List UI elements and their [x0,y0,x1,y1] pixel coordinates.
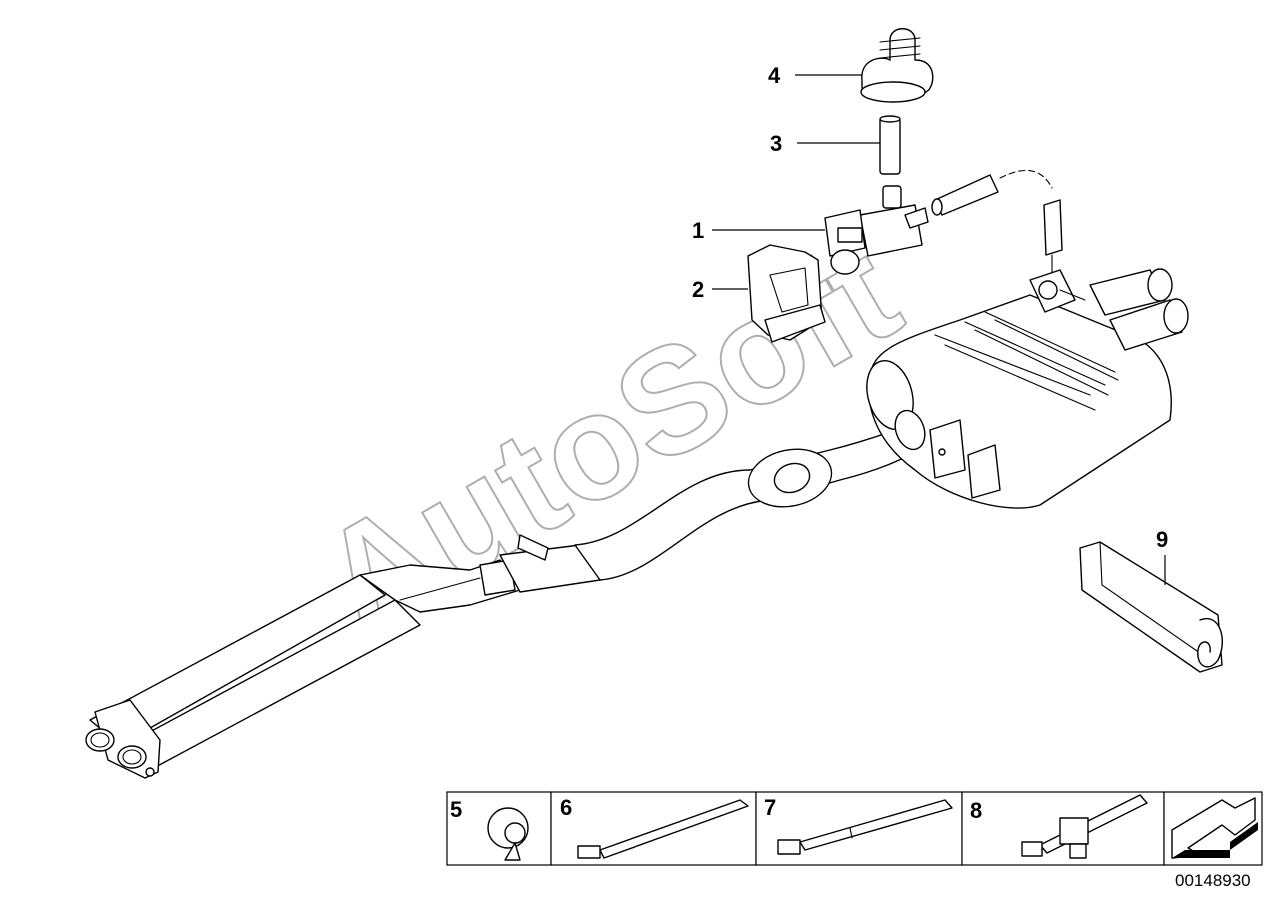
callout-1: 1 [692,218,825,243]
legend-item-5: 5 [450,797,529,861]
svg-text:6: 6 [560,795,572,820]
svg-text:3: 3 [770,131,782,156]
legend-item-6: 6 [560,795,749,859]
part-3-hose [879,115,901,175]
svg-text:2: 2 [692,277,704,302]
svg-text:4: 4 [768,63,781,88]
callout-2: 2 [692,277,748,302]
svg-text:AutoSoft: AutoSoft [292,206,924,668]
legend-item-7: 7 [764,795,953,855]
part-2-holder [747,244,826,343]
svg-text:9: 9 [1156,527,1168,552]
front-arrow-icon [1171,797,1258,859]
svg-text:7: 7 [764,795,776,820]
cable-tie-long-icon [777,799,953,855]
legend-strip: 5 6 7 8 [446,791,1263,866]
legend-item-8: 8 [970,794,1148,859]
part-1-valve [824,185,929,275]
cable-tie-icon [577,799,749,859]
watermark: AutoSoft [291,205,925,669]
part-9-edge-protector [1079,541,1223,673]
part-4-cap [860,28,934,103]
hose-clamp-icon [487,807,529,861]
callout-3: 3 [770,131,880,156]
callout-4: 4 [768,63,862,88]
document-number: 00148930 [1175,871,1251,890]
callout-9: 9 [1156,527,1168,585]
exhaust-system-drawing [85,169,1189,779]
svg-text:8: 8 [970,798,982,823]
svg-text:1: 1 [692,218,704,243]
svg-text:5: 5 [450,797,462,822]
cable-tie-clip-icon [1021,794,1148,859]
